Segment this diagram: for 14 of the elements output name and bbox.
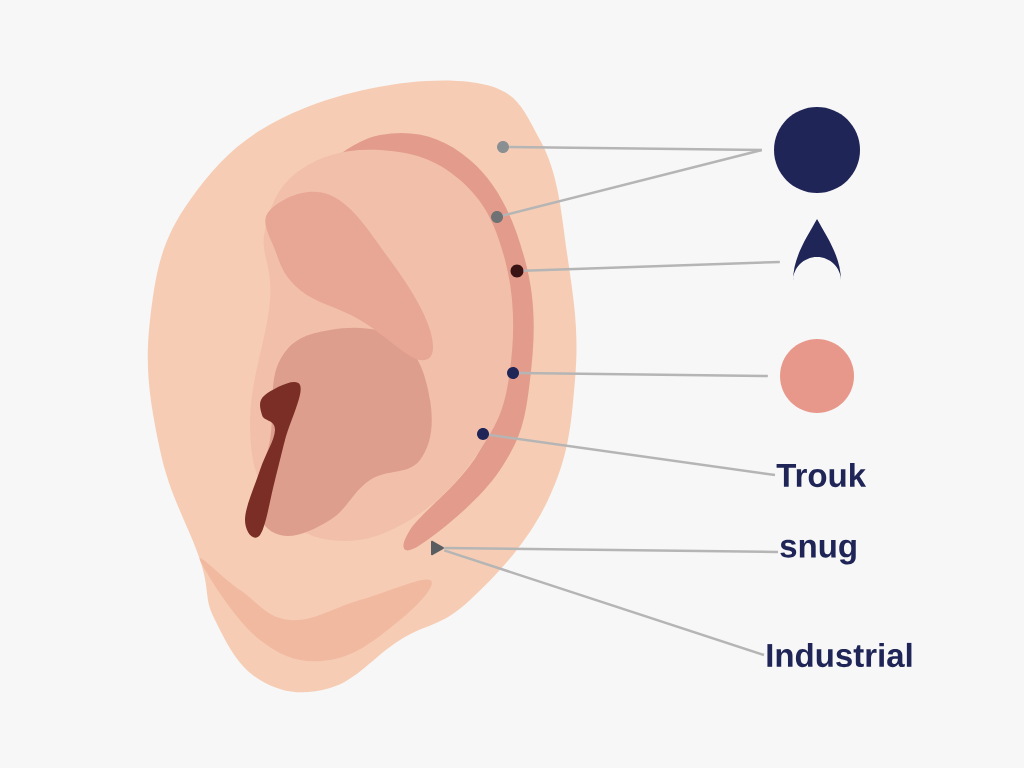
circle-icon xyxy=(774,107,860,193)
part-label: Trouk xyxy=(776,462,867,488)
part-label: Industrial xyxy=(767,642,912,668)
leader-line xyxy=(523,260,780,272)
leader-line xyxy=(502,148,763,217)
leader-line xyxy=(519,371,768,378)
piercing-stud xyxy=(431,540,444,556)
ear-drawing xyxy=(147,80,577,693)
leader-line xyxy=(488,433,776,477)
leader-line xyxy=(443,549,765,657)
leader-line xyxy=(444,546,779,554)
circle-icon xyxy=(780,339,854,413)
part-label: snug xyxy=(780,539,856,565)
leader-line xyxy=(509,145,762,152)
